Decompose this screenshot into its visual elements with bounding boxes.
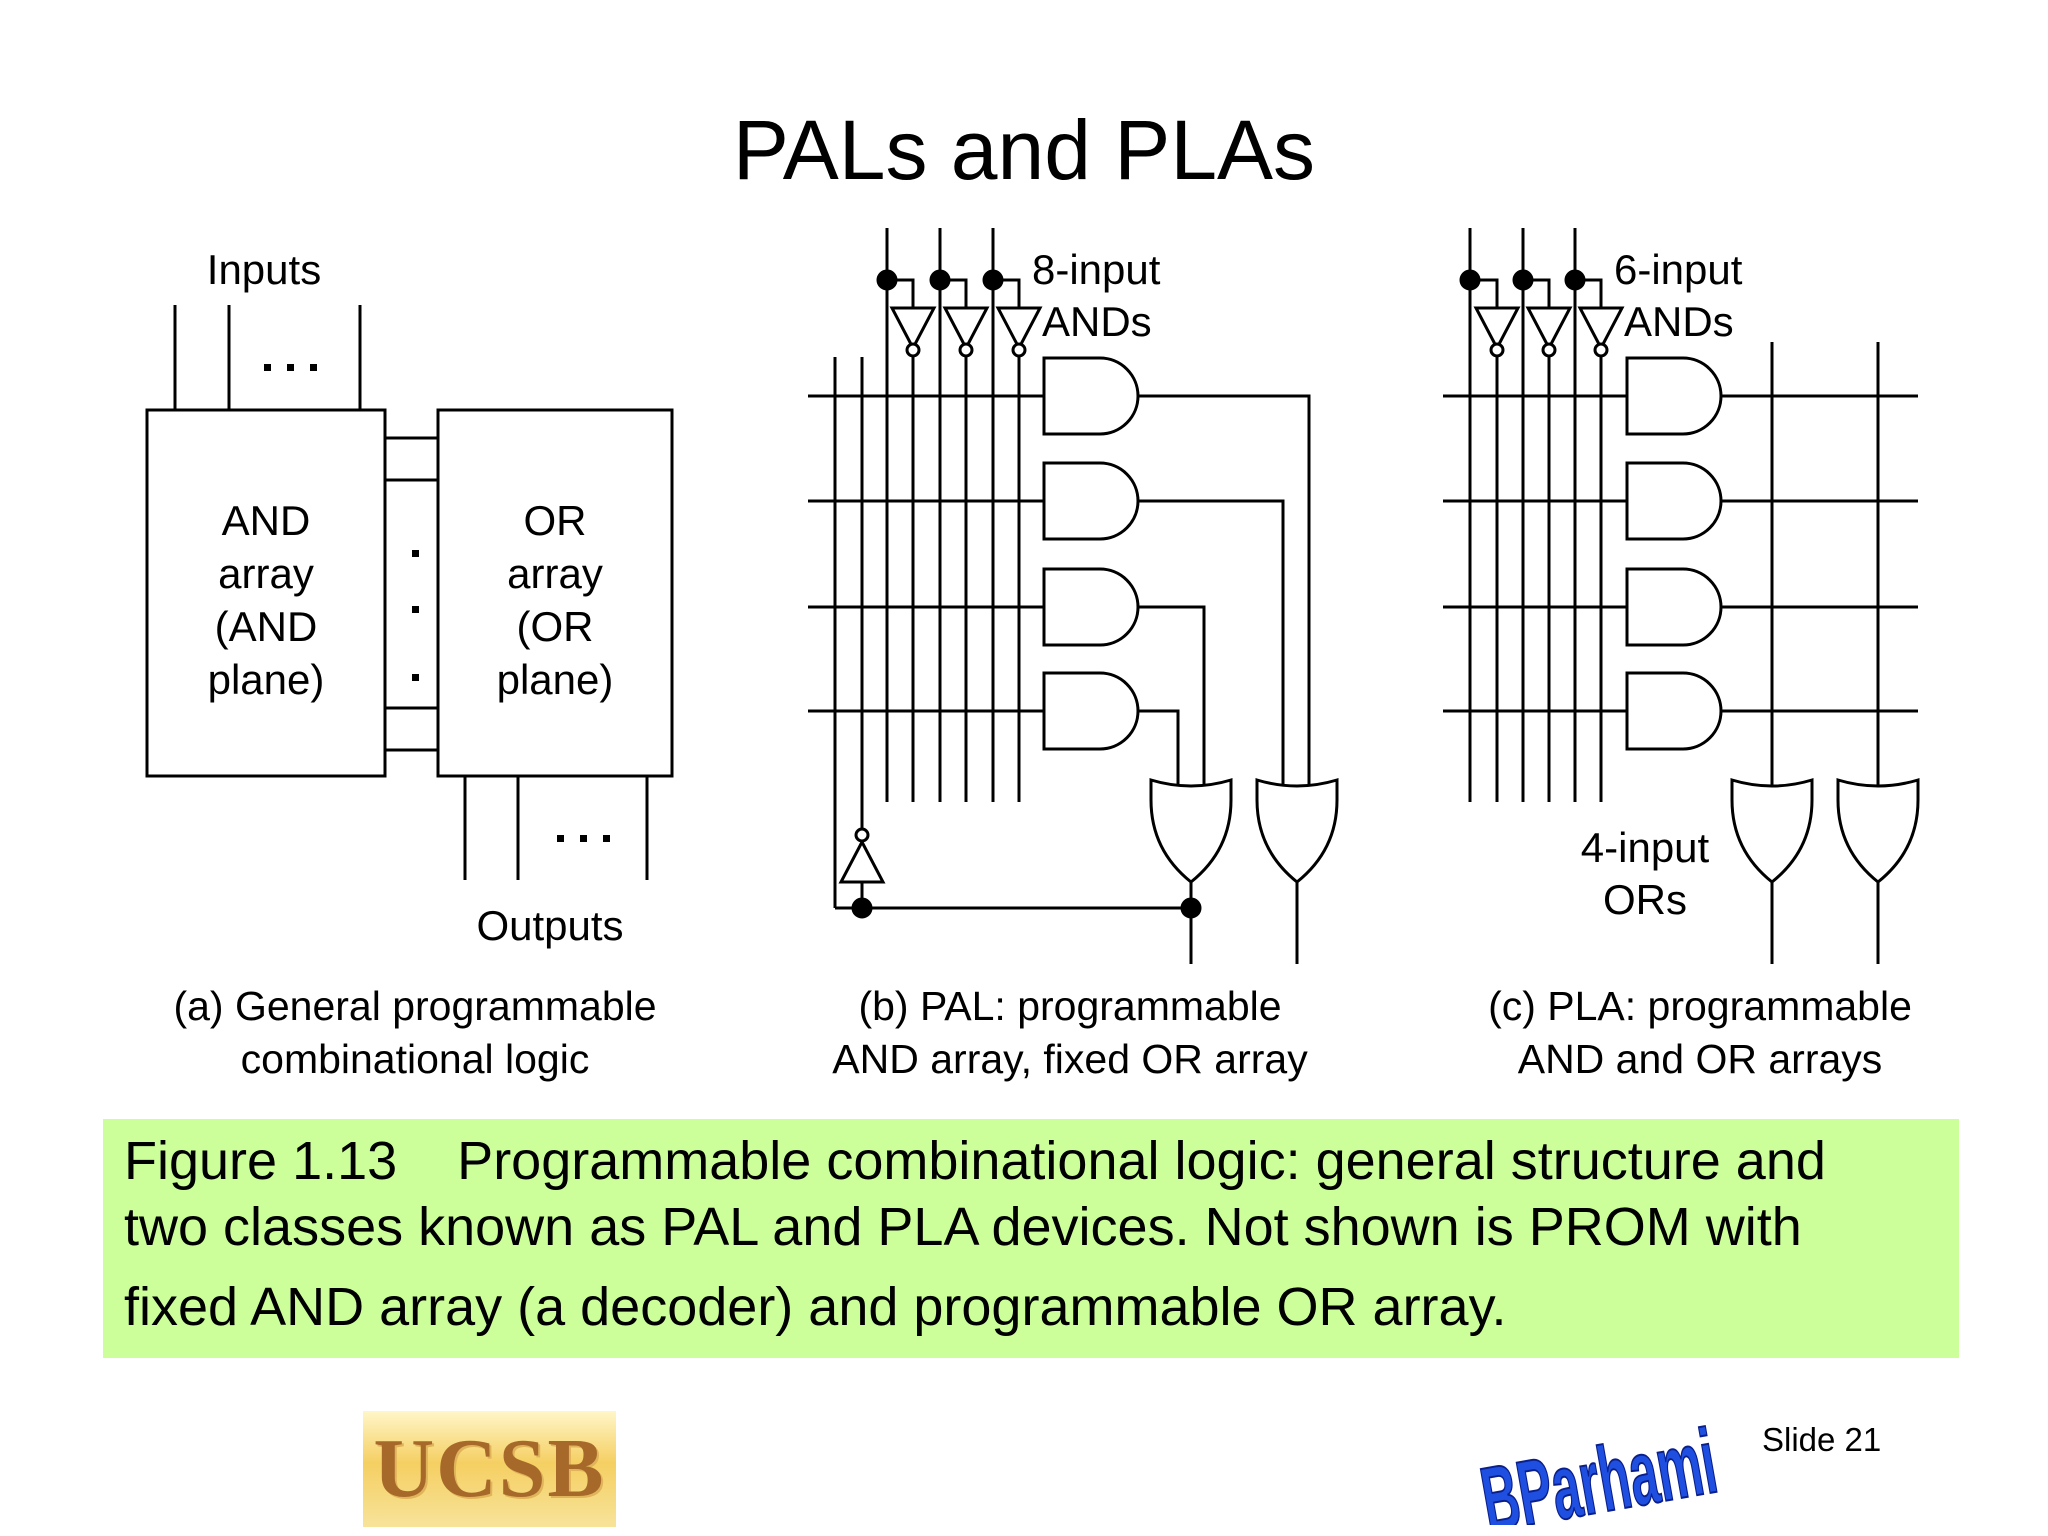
input-lines: [173, 305, 362, 410]
or-box-line-2: array: [507, 550, 603, 597]
and-box-line-4: plane): [207, 656, 325, 703]
outputs-label: Outputs: [476, 902, 624, 949]
bparhami-logo-text: BParhami: [1474, 1410, 1723, 1525]
pla-input-lines: [1468, 228, 1603, 802]
and-array-label: AND array (AND plane): [147, 494, 385, 706]
pal-and-label-line-1: 8-input: [1032, 246, 1161, 293]
pla-or-label: 4-input ORs: [1560, 822, 1730, 926]
ellipsis-dots: [264, 364, 610, 842]
pla-and-label: 6-input ANDs: [1614, 244, 1804, 348]
pal-and-label: 8-input ANDs: [1032, 244, 1222, 348]
and-array-box: [145, 408, 387, 778]
pal-product-lines: [808, 394, 1044, 713]
inputs-label: Inputs: [206, 246, 322, 293]
figure-caption-line-2: two classes known as PAL and PLA devices…: [124, 1197, 1802, 1257]
panel-a-general-structure: [145, 305, 674, 880]
figure-caption-line-1: Figure 1.13 Programmable combinational l…: [124, 1131, 1826, 1191]
output-lines: [463, 776, 649, 880]
caption-b-line-2: AND array, fixed OR array: [832, 1036, 1308, 1082]
pla-product-lines: [1443, 394, 1627, 713]
pla-and-label-line-2: ANDs: [1624, 298, 1734, 345]
figure-caption-text: Figure 1.13 Programmable combinational l…: [124, 1128, 1944, 1340]
caption-a-line-1: (a) General programmable: [173, 983, 657, 1029]
or-array-box: [436, 408, 674, 778]
pal-feedback-path: [835, 802, 1299, 964]
pla-inverter-taps: [1459, 269, 1624, 358]
panel-b-pal: [808, 228, 1339, 964]
caption-c-line-1: (c) PLA: programmable: [1488, 983, 1912, 1029]
caption-b: (b) PAL: programmable AND array, fixed O…: [780, 980, 1360, 1086]
bparhami-logo: BParhami: [1473, 1409, 1723, 1525]
pla-or-plane-lines: [1721, 342, 1918, 800]
pal-and-label-line-2: ANDs: [1042, 298, 1152, 345]
pla-or-label-line-2: ORs: [1603, 876, 1687, 923]
or-box-line-3: (OR: [516, 603, 594, 650]
pal-and-gates: [1042, 356, 1140, 751]
ucsb-logo-text: UCSB: [373, 1422, 606, 1515]
and-box-line-3: (AND: [214, 603, 318, 650]
panel-c-pla: [1443, 228, 1920, 964]
slide-title: PALs and PLAs: [732, 103, 1316, 197]
pal-input-lines: [833, 228, 1021, 908]
pla-and-gates: [1625, 356, 1723, 751]
or-box-line-4: plane): [496, 656, 614, 703]
caption-c: (c) PLA: programmable AND and OR arrays: [1440, 980, 1960, 1086]
pla-or-label-line-1: 4-input: [1580, 824, 1710, 871]
caption-c-line-2: AND and OR arrays: [1517, 1036, 1883, 1082]
pal-and-to-or-wires: [1138, 394, 1311, 800]
pla-output-lines: [1770, 882, 1880, 964]
interconnect-lines: [385, 436, 438, 752]
pla-or-gates: [1730, 778, 1920, 884]
ucsb-logo: UCSB: [363, 1411, 616, 1527]
figure-caption-line-3: fixed AND array (a decoder) and programm…: [124, 1277, 1507, 1337]
and-box-line-2: array: [218, 550, 314, 597]
caption-a-line-2: combinational logic: [240, 1036, 590, 1082]
pal-inverter-taps: [876, 269, 1042, 358]
slide-number: Slide 21: [1762, 1421, 1882, 1458]
pla-and-label-line-1: 6-input: [1614, 246, 1743, 293]
and-box-line-1: AND: [221, 497, 311, 544]
or-box-line-1: OR: [523, 497, 587, 544]
figure-caption-box: [103, 1119, 1959, 1358]
or-array-label: OR array (OR plane): [438, 494, 672, 706]
pal-or-gates: [1149, 778, 1339, 884]
caption-a: (a) General programmable combinational l…: [100, 980, 730, 1086]
caption-b-line-1: (b) PAL: programmable: [858, 983, 1282, 1029]
